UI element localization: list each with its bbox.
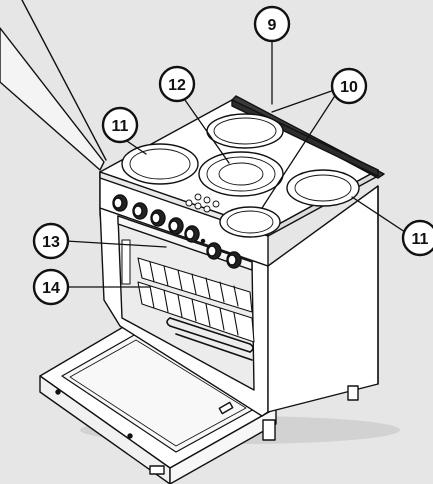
broil-element bbox=[166, 317, 254, 361]
svg-text:10: 10 bbox=[340, 79, 358, 96]
burner-left bbox=[121, 143, 199, 185]
knob-1 bbox=[112, 194, 128, 212]
door-foot bbox=[149, 465, 165, 475]
svg-text:14: 14 bbox=[42, 280, 60, 297]
knob-2 bbox=[132, 202, 148, 220]
oven-rack-lower bbox=[137, 281, 255, 343]
burner-rear-center bbox=[206, 113, 284, 149]
svg-text:9: 9 bbox=[268, 17, 277, 34]
indicator-light bbox=[200, 238, 206, 244]
oven-light bbox=[121, 239, 131, 285]
door-screw bbox=[127, 433, 133, 439]
knob-6 bbox=[206, 242, 222, 260]
oven-door bbox=[39, 319, 277, 484]
cooktop-touch-controls bbox=[185, 193, 220, 213]
oven-rack-upper bbox=[137, 257, 253, 313]
callout-11-right: 11 bbox=[401, 219, 433, 257]
knob-7 bbox=[226, 251, 242, 269]
burner-center-large bbox=[198, 151, 284, 197]
leader-lines bbox=[65, 41, 409, 288]
callout-14: 14 bbox=[32, 268, 70, 306]
door-hinge bbox=[218, 401, 234, 415]
callout-11-left: 11 bbox=[101, 106, 139, 144]
callout-9: 9 bbox=[253, 5, 291, 43]
light-beams bbox=[0, 0, 107, 171]
burner-right bbox=[286, 169, 360, 207]
knob-4 bbox=[168, 217, 184, 235]
callouts: 9 10 11 11 12 13 14 bbox=[32, 5, 433, 306]
callout-12: 12 bbox=[158, 65, 196, 103]
door-screw bbox=[55, 389, 61, 395]
control-knobs bbox=[112, 194, 242, 269]
knob-5 bbox=[184, 225, 200, 243]
callout-10: 10 bbox=[330, 67, 368, 105]
svg-text:11: 11 bbox=[412, 231, 429, 248]
svg-text:12: 12 bbox=[168, 77, 186, 94]
callout-13: 13 bbox=[32, 222, 70, 260]
burner-front-center bbox=[219, 206, 281, 238]
svg-text:11: 11 bbox=[112, 118, 129, 135]
knob-3 bbox=[150, 209, 166, 227]
legs bbox=[262, 385, 359, 441]
svg-text:13: 13 bbox=[42, 234, 60, 251]
